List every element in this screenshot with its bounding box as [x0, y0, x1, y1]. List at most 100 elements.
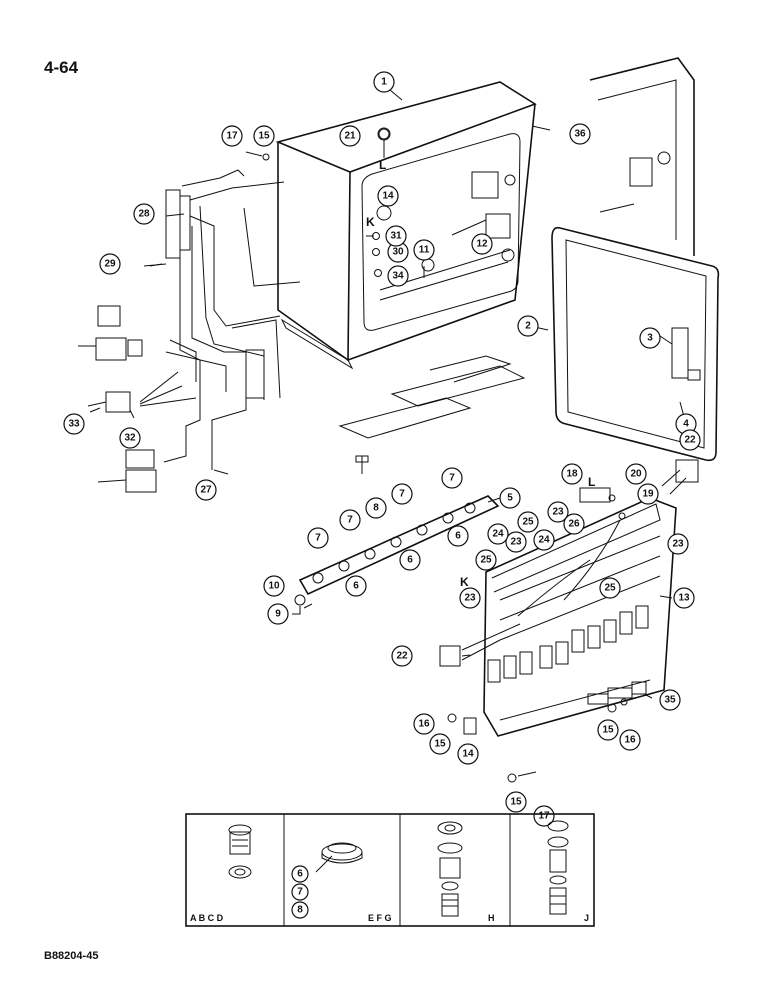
svg-text:10: 10 [268, 581, 280, 592]
callout-24b: 24 [533, 529, 555, 551]
svg-text:8: 8 [373, 503, 379, 514]
svg-text:15: 15 [510, 797, 522, 808]
letter-label-K-board: K [460, 575, 469, 589]
callout-15c: 15 [597, 719, 619, 741]
callout-20: 20 [625, 463, 647, 485]
letter-label-K-top: K [366, 215, 375, 229]
callout-7b: 7 [391, 483, 413, 505]
callout-23c: 23 [667, 533, 689, 555]
svg-text:25: 25 [480, 555, 492, 566]
svg-text:16: 16 [418, 719, 430, 730]
svg-text:20: 20 [630, 469, 642, 480]
svg-text:14: 14 [382, 191, 394, 202]
svg-text:22: 22 [684, 435, 696, 446]
svg-text:15: 15 [258, 131, 270, 142]
inset-caption-abcd: A B C D [190, 913, 224, 923]
terminal-panels [338, 355, 526, 474]
callout-24a: 24 [487, 523, 509, 545]
callout-23a: 23 [547, 501, 569, 523]
leader-lines [89, 89, 687, 699]
grommet-efg: 6 7 8 [291, 842, 363, 919]
svg-text:27: 27 [200, 485, 212, 496]
svg-text:26: 26 [568, 519, 580, 530]
callout-bubbles: 1 2 3 4 5 6 6 6 7 7 7 7 8 9 10 11 12 13 … [63, 71, 701, 827]
svg-text:30: 30 [392, 247, 404, 258]
callout-14b: 14 [457, 743, 479, 765]
svg-text:29: 29 [104, 259, 116, 270]
svg-text:25: 25 [604, 583, 616, 594]
svg-text:1: 1 [381, 77, 387, 88]
svg-text:6: 6 [353, 581, 359, 592]
svg-text:3: 3 [647, 333, 653, 344]
svg-text:32: 32 [124, 433, 136, 444]
callout-3: 3 [639, 327, 661, 349]
callout-8: 8 [365, 497, 387, 519]
grommet-strip [292, 495, 500, 615]
callout-7a: 7 [441, 467, 463, 489]
svg-text:17: 17 [538, 811, 550, 822]
svg-text:24: 24 [492, 529, 504, 540]
callout-23b: 23 [505, 531, 527, 553]
callout-25c: 25 [599, 577, 621, 599]
callout-16a: 16 [413, 713, 435, 735]
inset-frame [185, 813, 595, 927]
callout-17a: 17 [221, 125, 243, 147]
svg-text:16: 16 [624, 735, 636, 746]
callout-29: 29 [99, 253, 121, 275]
inset-callout-7: 7 [291, 883, 309, 901]
inset-caption-j: J [584, 913, 589, 923]
callout-25b: 25 [475, 549, 497, 571]
fitting-j [547, 820, 569, 915]
svg-text:13: 13 [678, 593, 690, 604]
svg-text:4: 4 [683, 419, 689, 430]
svg-text:36: 36 [574, 129, 586, 140]
svg-text:21: 21 [344, 131, 356, 142]
callout-15a: 15 [253, 125, 275, 147]
svg-text:23: 23 [552, 507, 564, 518]
svg-text:2: 2 [525, 321, 531, 332]
callout-6c: 6 [345, 575, 367, 597]
figure-code-label: B88204-45 [44, 950, 99, 962]
svg-text:7: 7 [347, 515, 353, 526]
svg-text:6: 6 [455, 531, 461, 542]
page-number-label: 4-64 [44, 58, 79, 77]
svg-text:15: 15 [602, 725, 614, 736]
callout-21: 21 [339, 125, 361, 147]
svg-text:34: 34 [392, 271, 404, 282]
callout-7c: 7 [339, 509, 361, 531]
svg-text:7: 7 [315, 533, 321, 544]
svg-text:18: 18 [566, 469, 578, 480]
callout-17b: 17 [533, 805, 555, 827]
callout-9: 9 [267, 603, 289, 625]
inset-callout-8: 8 [291, 901, 309, 919]
callout-15b: 15 [429, 733, 451, 755]
control-box-housing [275, 81, 537, 370]
callout-31: 31 [385, 225, 407, 247]
inset-callout-6: 6 [291, 865, 309, 883]
callout-6b: 6 [399, 549, 421, 571]
callout-35: 35 [659, 689, 681, 711]
svg-text:14: 14 [462, 749, 474, 760]
callout-10: 10 [263, 575, 285, 597]
callout-13: 13 [673, 587, 695, 609]
svg-text:23: 23 [464, 593, 476, 604]
svg-text:7: 7 [399, 489, 405, 500]
wiring-harness [139, 169, 301, 470]
callout-4: 4 [675, 413, 697, 435]
callout-27: 27 [195, 479, 217, 501]
callout-22a: 22 [679, 429, 701, 451]
callout-5: 5 [499, 487, 521, 509]
callout-12: 12 [471, 233, 493, 255]
letter-label-L-top: L [379, 158, 386, 172]
callout-11: 11 [413, 239, 435, 261]
callout-32: 32 [119, 427, 141, 449]
callout-1: 1 [373, 71, 395, 93]
svg-text:23: 23 [672, 539, 684, 550]
callout-28: 28 [133, 203, 155, 225]
svg-text:28: 28 [138, 209, 150, 220]
inset-caption-efg: E F G [368, 913, 392, 923]
svg-text:11: 11 [419, 245, 430, 256]
svg-text:19: 19 [642, 489, 654, 500]
callout-19: 19 [637, 483, 659, 505]
